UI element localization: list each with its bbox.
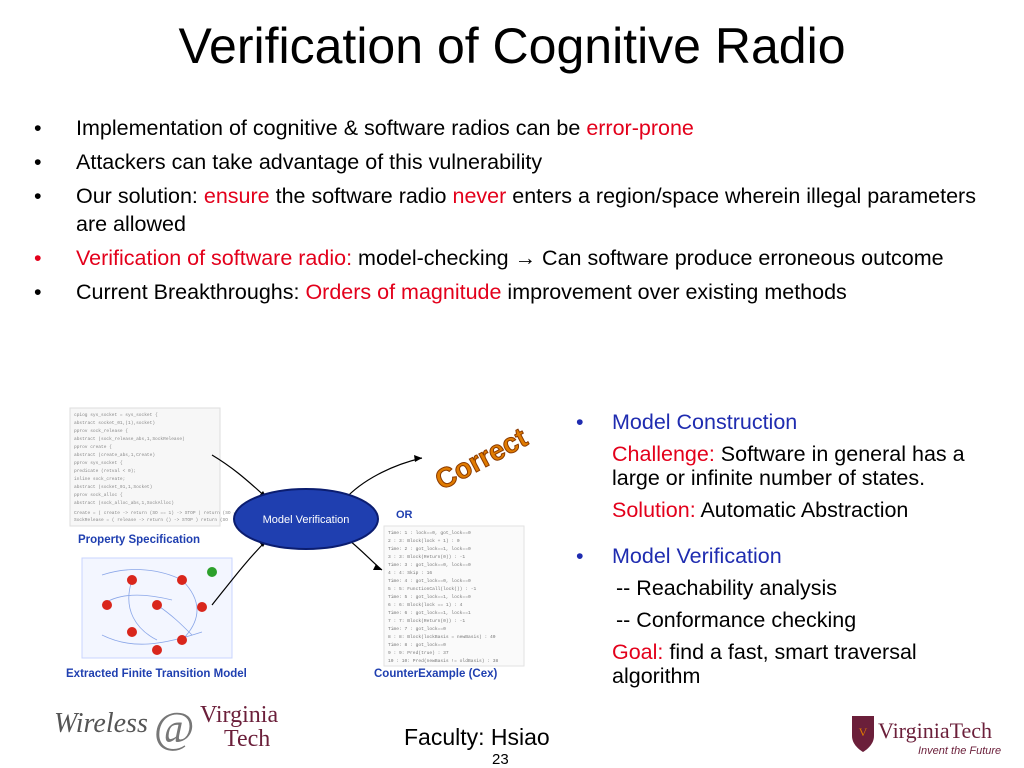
svg-text:abstract socket_01,(1),socket): abstract socket_01,(1),socket): [74, 420, 155, 426]
vt-shield-icon: V: [852, 716, 874, 752]
property-spec-label: Property Specification: [78, 534, 200, 546]
main-bullet-list: • Implementation of cognitive & software…: [28, 114, 978, 312]
fsm-graph: [81, 557, 233, 659]
counterexample-trace: Time: 1 : lock==0, got_lock==0 2 : 3: Bl…: [383, 525, 525, 667]
svg-text:abstract (sock_release_abs,1,S: abstract (sock_release_abs,1,SockRelease…: [74, 436, 185, 442]
svg-text:Time: 3 : got_lock==0, lock==0: Time: 3 : got_lock==0, lock==0: [388, 562, 471, 568]
virginia-tech-logo: V VirginiaTech Invent the Future: [852, 716, 1001, 757]
right-bullet-list: •Model Construction Challenge: Software …: [576, 410, 1006, 696]
svg-text:3 : 3: Block(Return(0)) : -1: 3 : 3: Block(Return(0)) : -1: [388, 554, 465, 560]
svg-text:8 : 8: Block(lockBasis = new: 8 : 8: Block(lockBasis = newBasis) : 40: [388, 634, 496, 640]
solution-item: Solution: Automatic Abstraction: [612, 498, 909, 522]
arrow-fsm-to-mv: [211, 539, 268, 606]
svg-text:V: V: [859, 725, 868, 739]
svg-text:abstract (create_abs,1,Create): abstract (create_abs,1,Create): [74, 452, 155, 458]
svg-text:2 : 3: Block(lock + 1) : 0: 2 : 3: Block(lock + 1) : 0: [388, 538, 460, 544]
svg-text:abstract (socket_01,1,Socket): abstract (socket_01,1,Socket): [74, 484, 152, 490]
bullet-item: • Verification of software radio: model-…: [34, 246, 944, 270]
svg-text:Virginia: Virginia: [200, 702, 278, 728]
model-construction-item: •Model Construction: [576, 410, 798, 434]
svg-text:Tech: Tech: [224, 726, 270, 752]
svg-text:6 : 6: Block(lock == 1) : 4: 6 : 6: Block(lock == 1) : 4: [388, 602, 463, 608]
svg-text:SockRelease = ( release -> ret: SockRelease = ( release -> return () -> …: [74, 517, 228, 523]
svg-text:abstract (sock_alloc_abs,1,Soc: abstract (sock_alloc_abs,1,SockAlloc): [74, 500, 174, 506]
svg-text:pprov sys_socket {: pprov sys_socket {: [74, 460, 123, 466]
bullet-item: • Our solution: ensure the software radi…: [34, 184, 976, 236]
svg-text:Time: 2 : got_lock==1, lock==0: Time: 2 : got_lock==1, lock==0: [388, 546, 471, 552]
faculty-label: Faculty: Hsiao: [404, 724, 550, 750]
svg-text:7 : 7: Block(Return(0)) : -1: 7 : 7: Block(Return(0)) : -1: [388, 618, 465, 624]
svg-text:Time: 4 : got_lock==0, lock==0: Time: 4 : got_lock==0, lock==0: [388, 578, 471, 584]
svg-text:Time: 6 : got_lock==1, lock==1: Time: 6 : got_lock==1, lock==1: [388, 610, 471, 616]
wireless-at-virginia-tech-logo: Wireless @ Virginia Tech: [54, 702, 278, 752]
svg-text:Invent the Future: Invent the Future: [918, 745, 1001, 757]
model-verification-label: Model Verification: [263, 514, 350, 526]
correct-stamp: Correct: [429, 421, 532, 496]
cex-label: CounterExample (Cex): [374, 668, 498, 680]
svg-text:5 : 5: FunctionCall(lock()): 5 : 5: FunctionCall(lock()) : -1: [388, 586, 476, 592]
slide-title: Verification of Cognitive Radio: [178, 18, 846, 74]
svg-text:@: @: [154, 703, 195, 752]
goal-item: Goal: find a fast, smart traversal algor…: [612, 640, 917, 688]
svg-text:predicate (retval < 0);: predicate (retval < 0);: [74, 468, 136, 474]
svg-text:Time: 5 : got_lock==1, lock==0: Time: 5 : got_lock==1, lock==0: [388, 594, 471, 600]
svg-text:9 : 9: Pred(true) : 37: 9 : 9: Pred(true) : 37: [388, 650, 449, 656]
property-spec-code: cpiog sys_socket = sys_socket { abstract…: [69, 407, 239, 527]
arrow-mv-to-correct: [343, 457, 423, 501]
svg-text:pprov sock_alloc {: pprov sock_alloc {: [74, 492, 123, 498]
svg-text:10 : 10: Pred(newBasis != old: 10 : 10: Pred(newBasis != oldBasis) : 38: [388, 658, 499, 664]
svg-text:Time: 7 : got_lock==0: Time: 7 : got_lock==0: [388, 626, 446, 632]
bullet-item: • Implementation of cognitive & software…: [34, 116, 694, 140]
svg-text:Time: 8 : got_lock==0: Time: 8 : got_lock==0: [388, 642, 446, 648]
correct-label: Correct: [430, 422, 532, 496]
svg-text:pprov create {: pprov create {: [74, 444, 112, 450]
verification-diagram: cpiog sys_socket = sys_socket { abstract…: [66, 407, 533, 680]
fsm-label: Extracted Finite Transition Model: [66, 668, 247, 680]
svg-text:Create = ( create -> return (S: Create = ( create -> return (SO == 1) ->…: [74, 510, 239, 516]
svg-text:inline sock_create;: inline sock_create;: [74, 476, 125, 482]
svg-text:4 : 4: Skip : 16: 4 : 4: Skip : 16: [388, 570, 432, 576]
or-label: OR: [396, 509, 413, 521]
page-number: 23: [492, 751, 509, 768]
svg-text:cpiog sys_socket = sys_socket: cpiog sys_socket = sys_socket {: [74, 412, 158, 418]
svg-text:Wireless: Wireless: [54, 708, 148, 739]
bullet-item: • Attackers can take advantage of this v…: [34, 150, 543, 174]
svg-text:Time: 1 : lock==0, got_lock==0: Time: 1 : lock==0, got_lock==0: [388, 530, 471, 536]
bullet-item: • Current Breakthroughs: Orders of magni…: [34, 280, 847, 304]
challenge-item: Challenge: Software in general has a lar…: [612, 442, 965, 490]
reachability-item: -- Reachability analysis: [616, 576, 838, 600]
svg-text:pprov sock_release {: pprov sock_release {: [74, 428, 128, 434]
conformance-item: -- Conformance checking: [616, 608, 857, 632]
svg-text:VirginiaTech: VirginiaTech: [878, 718, 992, 743]
model-verification-item: •Model Verification: [576, 544, 782, 568]
model-verification-node: [233, 488, 379, 550]
